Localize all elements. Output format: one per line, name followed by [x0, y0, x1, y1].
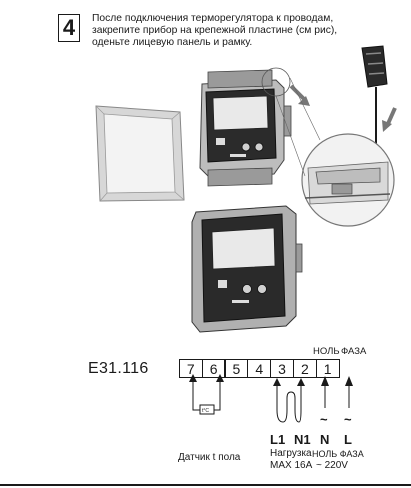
terminal-4: 4 — [247, 359, 272, 378]
label-n: N — [320, 432, 330, 447]
label-l1: L1 — [270, 432, 286, 447]
load-max: MAX 16A — [270, 460, 313, 471]
model-number: E31.116 — [88, 360, 149, 377]
detail-leader-line-1 — [289, 77, 321, 141]
instruction-line-1: После подключения терморегулятора к пров… — [92, 13, 334, 24]
instruction-text: После подключения терморегулятора к пров… — [92, 13, 397, 48]
sensor-icon-text: t°C — [202, 408, 209, 414]
detail-magnifier — [301, 133, 395, 227]
label-null-top: НОЛЬ — [313, 346, 340, 357]
tilde-null: ~ — [320, 412, 328, 427]
screwdriver-icon — [361, 45, 388, 160]
front-frame — [95, 105, 185, 202]
voltage-label: ~ 220V — [316, 460, 348, 471]
arrow-shaft-1 — [289, 84, 307, 102]
terminal-5: 5 — [224, 359, 249, 378]
terminal-6: 6 — [201, 359, 226, 378]
terminal-1: 1 — [315, 359, 340, 378]
null-phase-bottom: НОЛЬ ФАЗА — [312, 449, 364, 459]
terminal-block: 7 6 5 4 3 2 1 — [178, 359, 340, 378]
tilde-phase: ~ — [344, 412, 352, 427]
assembled-thermostat — [191, 205, 303, 333]
sensor-label: Датчик t пола — [178, 452, 241, 463]
bottom-rule — [0, 484, 411, 486]
thermostat-on-mounting-plate — [199, 69, 292, 187]
terminal-3: 3 — [270, 359, 295, 378]
load-label: Нагрузка — [270, 448, 312, 459]
detail-leader-line-2 — [275, 95, 306, 177]
arrow-head-2 — [382, 120, 392, 132]
label-l: L — [344, 432, 352, 447]
arrow-head-1 — [298, 96, 310, 106]
terminal-2: 2 — [292, 359, 317, 378]
terminal-7: 7 — [178, 359, 203, 378]
step-number-box: 4 — [58, 14, 80, 42]
heating-load-coil — [273, 378, 305, 423]
label-phase-top: ФАЗА — [341, 346, 367, 357]
label-n1: N1 — [294, 432, 311, 447]
temperature-sensor — [189, 374, 224, 415]
step-number: 4 — [62, 15, 76, 40]
supply-arrows — [321, 376, 353, 408]
instruction-line-3: оденьте лицевую панель и рамку. — [92, 36, 253, 48]
instruction-line-2: закрепите прибор на крепежной пластине (… — [92, 24, 338, 36]
